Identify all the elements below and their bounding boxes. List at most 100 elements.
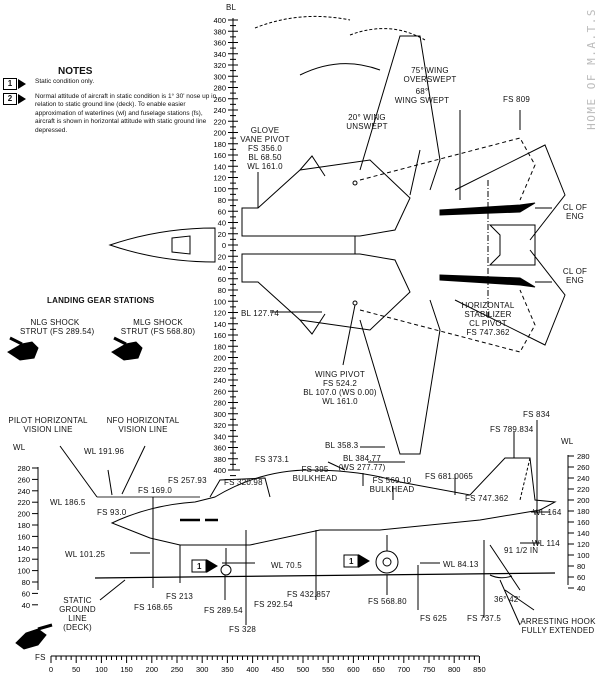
note-flag-text: 1 (197, 562, 202, 571)
wl-114-label: WL 114 (532, 539, 560, 548)
fs-625-label: FS 625 (420, 614, 447, 623)
bl-tick-label: 400 (213, 466, 226, 475)
pointing-hand-icon (111, 336, 143, 361)
bl-358-label: BL 358.3 (325, 441, 359, 450)
bl-tick-label: 300 (213, 410, 226, 419)
fs-tick-label: 700 (398, 665, 411, 674)
note-number: 2 (3, 93, 17, 105)
bl-tick-label: 400 (213, 16, 226, 25)
fs-747-label: FS 747.362 (465, 494, 509, 503)
fs-tick-label: 550 (322, 665, 335, 674)
bl-tick-label: 280 (213, 399, 226, 408)
fs-320-label: FS 320.98 (224, 478, 263, 487)
bl-tick-label: 120 (213, 309, 226, 318)
bl-tick-label: 360 (213, 39, 226, 48)
wl-left-tick-label: 220 (17, 498, 30, 507)
bl-tick-label: 40 (218, 264, 226, 273)
bl-scale-ticks (228, 19, 238, 477)
fs-328-label: FS 328 (229, 625, 256, 634)
wl-left-tick-label: 60 (22, 589, 30, 598)
bl-tick-label: 320 (213, 61, 226, 70)
note-arrow-icon (18, 94, 26, 104)
bl-tick-label: 100 (213, 185, 226, 194)
bl-tick-label: 340 (213, 432, 226, 441)
note-arrow-icon (18, 79, 26, 89)
bl-tick-label: 340 (213, 50, 226, 59)
wl-70-label: WL 70.5 (271, 561, 302, 570)
hook-angle-label: 36° 42' (494, 595, 521, 604)
notes-title: NOTES (58, 66, 93, 77)
hook-length-label: 91 1/2 IN (504, 546, 539, 555)
fs-373-label: FS 373.1 (255, 455, 290, 464)
fs-789-label: FS 789.834 (490, 425, 534, 434)
plan-view-aircraft (108, 15, 566, 455)
wl-right-tick-label: 120 (577, 540, 590, 549)
fs-tick-label: 100 (95, 665, 108, 674)
wl-left-tick-label: 260 (17, 475, 30, 484)
bl-tick-label: 360 (213, 444, 226, 453)
fs-tick-label: 0 (49, 665, 53, 674)
fs-289-label: FS 289.54 (204, 606, 243, 615)
bl-tick-label: 260 (213, 387, 226, 396)
bl-tick-label: 80 (218, 196, 226, 205)
wl-left-tick-label: 180 (17, 521, 30, 530)
bl-tick-label: 140 (213, 162, 226, 171)
fs-tick-label: 750 (423, 665, 436, 674)
wl-left-tick-label: 280 (17, 464, 30, 473)
wl-101-label: WL 101.25 (65, 550, 106, 559)
wl-right-label: WL (561, 437, 574, 446)
bl-tick-label: 280 (213, 84, 226, 93)
wl-left-tick-label: 100 (17, 567, 30, 576)
bl-tick-label: 200 (213, 354, 226, 363)
static-ground-line (94, 572, 556, 579)
fs-tick-label: 600 (347, 665, 360, 674)
note-number: 1 (3, 78, 17, 90)
fs-tick-label: 650 (372, 665, 385, 674)
bl-tick-label: 60 (218, 275, 226, 284)
fs-scale-label: FS (35, 653, 46, 662)
landing-gear-title: LANDING GEAR STATIONS (47, 296, 155, 305)
wl-186-label: WL 186.5 (50, 498, 86, 507)
wl-left-tick-label: 240 (17, 487, 30, 496)
fs-257-label: FS 257.93 (168, 476, 207, 485)
note-flag-main (343, 554, 370, 568)
bl-tick-label: 160 (213, 331, 226, 340)
fs-tick-label: 250 (171, 665, 184, 674)
fs-tick-label: 400 (246, 665, 259, 674)
wl-right-tick-label: 260 (577, 463, 590, 472)
fs-292-label: FS 292.54 (254, 600, 293, 609)
wl-right-tick-label: 160 (577, 518, 590, 527)
fs-93-label: FS 93.0 (97, 508, 127, 517)
wl-right-tick-label: 80 (577, 562, 585, 571)
fs-809-label: FS 809 (503, 95, 530, 104)
fs-213-label: FS 213 (166, 592, 193, 601)
wing-swept-label: 68°WING SWEPT (394, 87, 450, 105)
fs-834-label: FS 834 (523, 410, 550, 419)
wl-left-tick-label: 120 (17, 555, 30, 564)
fs-tick-label: 450 (272, 665, 285, 674)
bl-384-label: BL 384.77(WS 277.77) (338, 454, 386, 472)
pointing-hand-icon (15, 623, 53, 650)
fs-568-label: FS 568.80 (368, 597, 407, 606)
fs-168-label: FS 168.65 (134, 603, 173, 612)
note-flag-text: 1 (349, 557, 354, 566)
fs-737-label: FS 737.5 (467, 614, 502, 623)
bl-tick-label: 380 (213, 455, 226, 464)
wl-right-tick-label: 140 (577, 529, 590, 538)
fs-tick-label: 800 (448, 665, 461, 674)
bl-tick-label: 380 (213, 27, 226, 36)
bl-tick-label: 40 (218, 219, 226, 228)
pointing-hand-icon (7, 336, 39, 361)
bl-tick-label: 320 (213, 421, 226, 430)
